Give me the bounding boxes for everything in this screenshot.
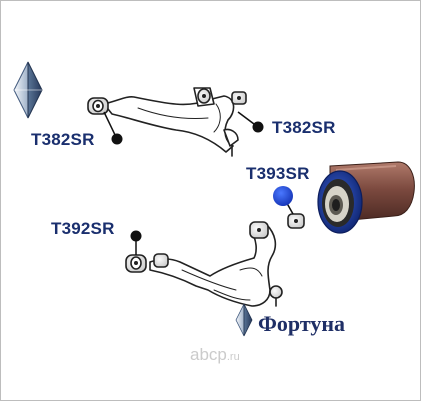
part-label-t392sr: T392SR	[51, 219, 115, 238]
callout-upper-right	[237, 111, 264, 133]
brand-gem-icon	[13, 61, 43, 119]
watermark-main: abcp	[190, 345, 227, 364]
watermark: abcp.ru	[190, 345, 240, 365]
part-label-t382sr-left: T382SR	[31, 130, 95, 149]
brand-logo-icon	[235, 303, 253, 337]
part-label-t393sr: T393SR	[246, 164, 310, 183]
callout-dot	[111, 133, 123, 145]
callout-dot	[252, 121, 264, 133]
part-label-t382sr-right: T382SR	[272, 118, 336, 137]
watermark-suffix: .ru	[226, 351, 240, 363]
callout-upper-left	[103, 111, 123, 145]
highlight-dot	[273, 186, 293, 206]
callout-lower	[130, 230, 142, 255]
lower-control-arm	[125, 213, 305, 307]
callout-highlighted	[273, 186, 294, 215]
brand-name: Фортуна	[258, 311, 346, 336]
upper-control-arm	[87, 87, 247, 157]
bushing-image	[317, 161, 415, 234]
callout-dot	[130, 230, 142, 242]
